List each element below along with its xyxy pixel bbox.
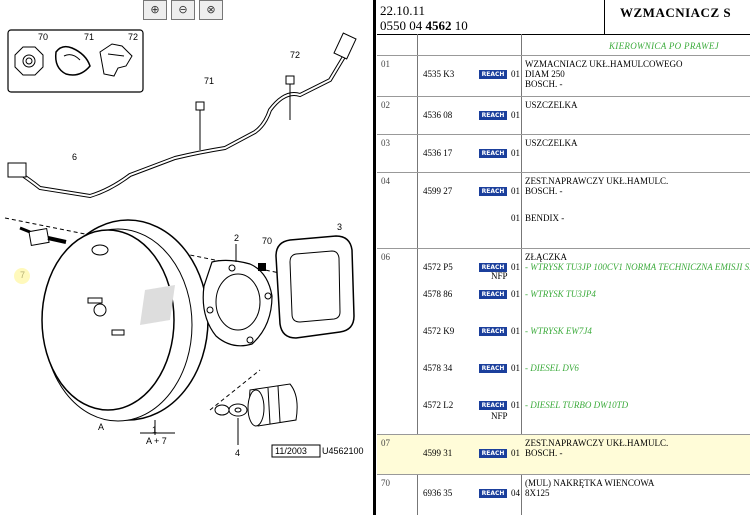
callout-2: 2 (234, 233, 239, 243)
reach-badge: REACH (479, 149, 507, 158)
brake-booster-body (41, 219, 209, 422)
clip-icon (54, 45, 91, 76)
callout-a-plus-7: A + 7 (146, 436, 167, 446)
hose-connector-left (7, 162, 27, 178)
reach-badge: REACH (479, 401, 507, 410)
reach-badge: REACH (479, 187, 507, 196)
reach-badge: REACH (479, 70, 507, 79)
parts-list-panel: 22.10.11 0550 04 4562 10 WZMACNIACZ S KI… (377, 0, 750, 515)
callout-a: A (98, 422, 104, 432)
diagram-code: U4562100 (322, 446, 364, 456)
table-row[interactable]: 02 4536 08 REACH 01 USZCZELKA (377, 96, 750, 135)
callout-1: 1 (152, 425, 157, 435)
callout-71: 71 (204, 76, 214, 86)
zoom-toolbar: ⊕ ⊖ ⊗ (143, 0, 223, 20)
callout-6: 6 (72, 152, 77, 162)
diagram-date: 11/2003 (275, 446, 307, 456)
table-row[interactable]: 70 6936 35 REACH 04 (MUL) NAKRĘTKA WIENC… (377, 474, 750, 516)
zoom-out-button[interactable]: ⊖ (171, 0, 195, 20)
nut-icon (14, 46, 44, 76)
brake-booster-diagram: 70 71 72 71 72 6 (4, 29, 364, 458)
hose-connector-right (333, 32, 357, 60)
header-code: 0550 04 4562 10 (380, 18, 468, 33)
reach-badge: REACH (479, 327, 507, 336)
reach-badge: REACH (479, 489, 507, 498)
table-row[interactable]: 01 4535 K3 REACH 01 WZMACNIACZ UKŁ.HAMUL… (377, 55, 750, 94)
callout-71-inset: 71 (84, 32, 94, 42)
clamp-icon (99, 43, 133, 77)
vacuum-hose (13, 53, 347, 199)
header-title: WZMACNIACZ S (620, 5, 732, 20)
variant-label: KIEROWNICA PO PRAWEJ (609, 41, 719, 51)
splitter[interactable] (373, 0, 376, 515)
callout-70-inset: 70 (38, 32, 48, 42)
zoom-reset-button[interactable]: ⊗ (199, 0, 223, 20)
reach-badge: REACH (479, 290, 507, 299)
gasket-2 (202, 259, 273, 347)
highlight-marker (14, 268, 30, 284)
table-row[interactable]: 03 4536 17 REACH 01 USZCZELKA (377, 134, 750, 173)
parts-list-header: 22.10.11 0550 04 4562 10 WZMACNIACZ S (377, 0, 750, 35)
check-valve (19, 226, 67, 247)
reach-badge: REACH (479, 263, 507, 272)
callout-3: 3 (337, 222, 342, 232)
callout-72: 72 (290, 50, 300, 60)
table-row[interactable]: 04 4599 27 REACH 01 ZEST.NAPRAWCZY UKŁ.H… (377, 172, 750, 249)
parts-diagram[interactable]: 70 71 72 71 72 6 (0, 0, 372, 515)
nut-70-marker (258, 263, 266, 271)
filter-4 (214, 383, 298, 427)
table-row[interactable]: 06 4572 P5 REACH NFP 01 ZŁĄCZKA - WTRYSK… (377, 248, 750, 435)
header-date: 22.10.11 (380, 3, 426, 18)
reach-badge: REACH (479, 364, 507, 373)
reach-badge: REACH (479, 111, 507, 120)
reach-badge: REACH (479, 449, 507, 458)
seal-3 (275, 235, 355, 339)
callout-4: 4 (235, 448, 240, 458)
table-row[interactable]: 07 4599 31 REACH 01 ZEST.NAPRAWCZY UKŁ.H… (377, 434, 750, 475)
callout-72-inset: 72 (128, 32, 138, 42)
callout-70: 70 (262, 236, 272, 246)
zoom-in-button[interactable]: ⊕ (143, 0, 167, 20)
